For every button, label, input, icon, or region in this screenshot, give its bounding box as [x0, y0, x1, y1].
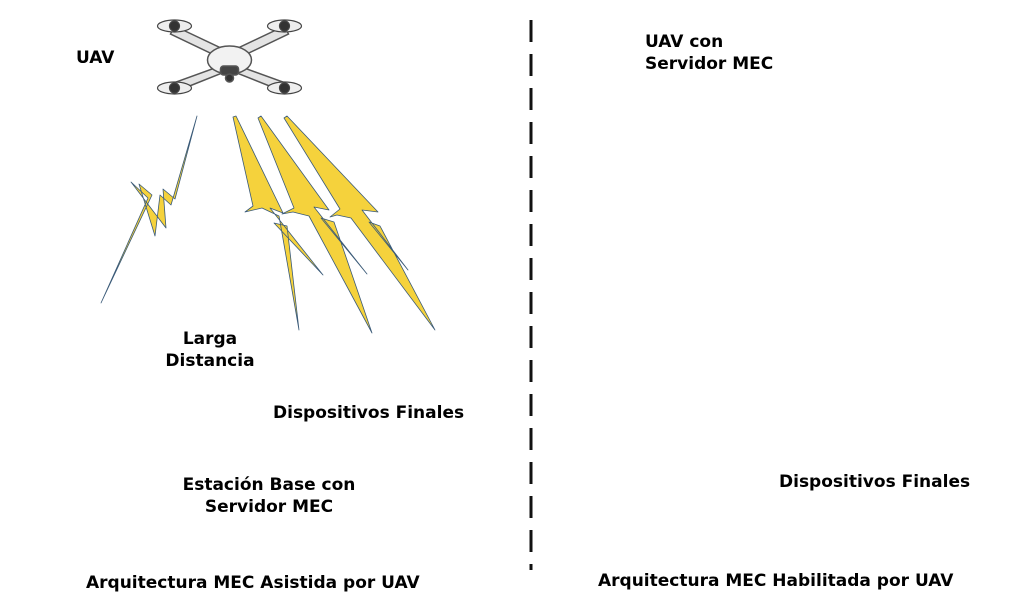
uav-server-label-line1: UAV con [645, 32, 724, 52]
base-station-label-line1: Estación Base con [182, 475, 356, 495]
lightning-bolt [100, 115, 198, 304]
drone-icon [156, 19, 303, 95]
devices-label-right: Dispositivos Finales [779, 472, 971, 492]
lightning-bolt [257, 115, 373, 334]
devices-label-left: Dispositivos Finales [273, 403, 465, 423]
uav-server-label-line2: Servidor MEC [645, 54, 774, 74]
distance-label: Larga Distancia [150, 328, 270, 372]
caption-left: Arquitectura MEC Asistida por UAV [86, 573, 420, 593]
base-station-label: Estación Base con Servidor MEC [168, 474, 370, 518]
uav-server-label: UAV con Servidor MEC [645, 31, 773, 75]
base-station-label-line2: Servidor MEC [204, 497, 334, 517]
distance-label-line2: Distancia [165, 351, 255, 371]
distance-label-line1: Larga [182, 329, 238, 349]
caption-right: Arquitectura MEC Habilitada por UAV [598, 571, 954, 591]
lightning-bolt [232, 115, 324, 331]
lightning-bolt [283, 115, 436, 331]
lightning-bolts-left [100, 115, 436, 334]
uav-label: UAV [76, 48, 115, 68]
